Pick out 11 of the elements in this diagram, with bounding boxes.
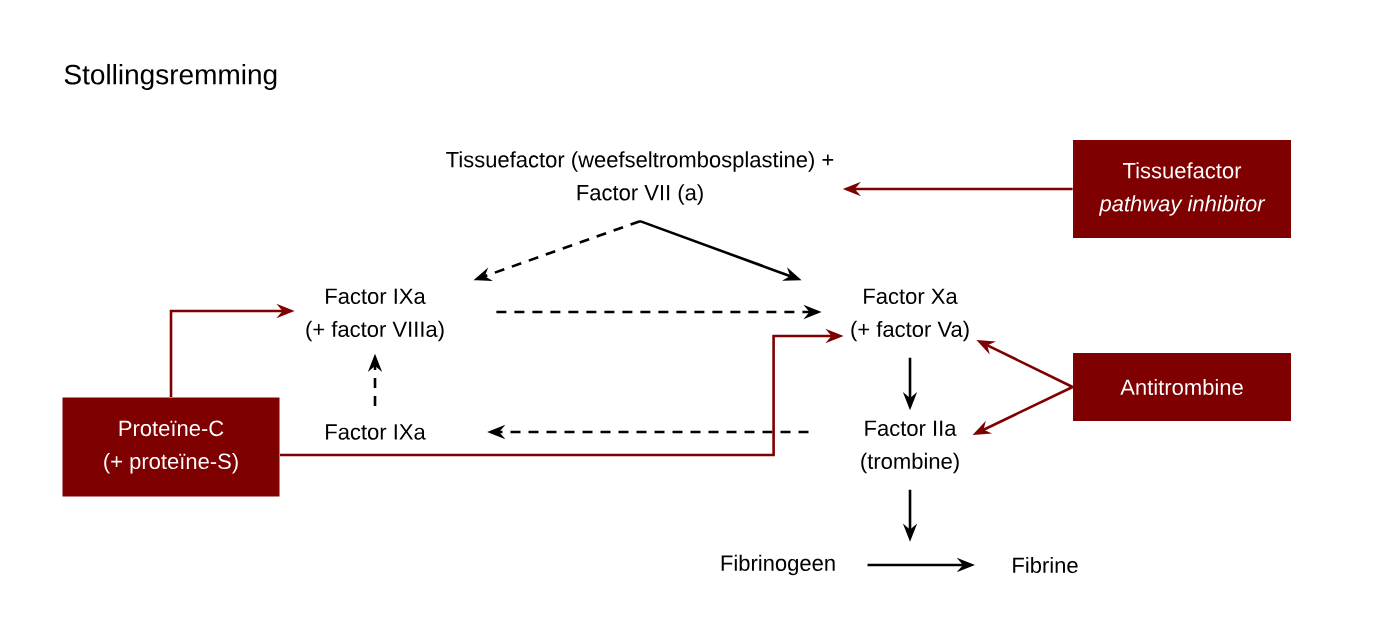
node-label: Fibrinogeen (721, 554, 835, 576)
node-label: Tissuefactor (weefseltrombosplastine) + Factor VII (a) (446, 151, 834, 205)
process-box: Proteïne-C (+ proteïne-S) (62, 397, 280, 497)
title: Stollingsremming (64, 63, 277, 91)
node-label: Factor IXa (+ factor VIIIa) (306, 288, 444, 342)
node-label: Fibrine (1013, 556, 1078, 574)
node-label: Factor IXa (326, 424, 426, 440)
node-label: Factor Xa (+ factor Va) (851, 288, 969, 342)
process-box: Antitrombine (1073, 353, 1291, 421)
process-box: Tissuefactor pathway inhibitor (1073, 140, 1291, 238)
node-label: Factor IIa (trombine) (861, 420, 959, 474)
